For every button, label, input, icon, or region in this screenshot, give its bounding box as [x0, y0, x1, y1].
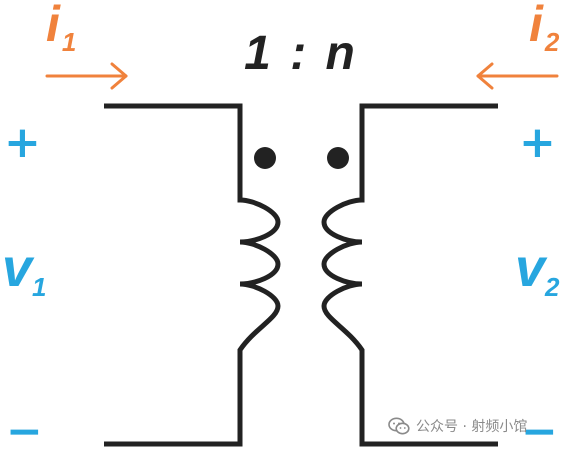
- secondary-polarity-dot-icon: [327, 147, 349, 169]
- primary-voltage-label: v1: [2, 238, 47, 302]
- secondary-plus-sign: +: [519, 117, 556, 168]
- primary-current-label: i1: [46, 0, 76, 57]
- watermark-text: 公众号 · 射频小馆: [416, 419, 528, 435]
- primary-plus-sign: +: [4, 117, 41, 168]
- primary-minus-sign: −: [6, 406, 43, 457]
- watermark: 公众号 · 射频小馆: [388, 413, 527, 439]
- secondary-voltage-label: v2: [515, 238, 560, 302]
- secondary-current-label: i2: [529, 0, 560, 57]
- secondary-current-arrow-icon: [476, 62, 559, 90]
- secondary-winding: [321, 103, 498, 447]
- primary-winding: [104, 103, 281, 447]
- turns-ratio-label: 1 : n: [244, 27, 356, 80]
- primary-polarity-dot-icon: [254, 147, 276, 169]
- wechat-icon: [388, 417, 410, 435]
- secondary-minus-sign: −: [521, 406, 558, 457]
- primary-current-arrow-icon: [45, 62, 128, 90]
